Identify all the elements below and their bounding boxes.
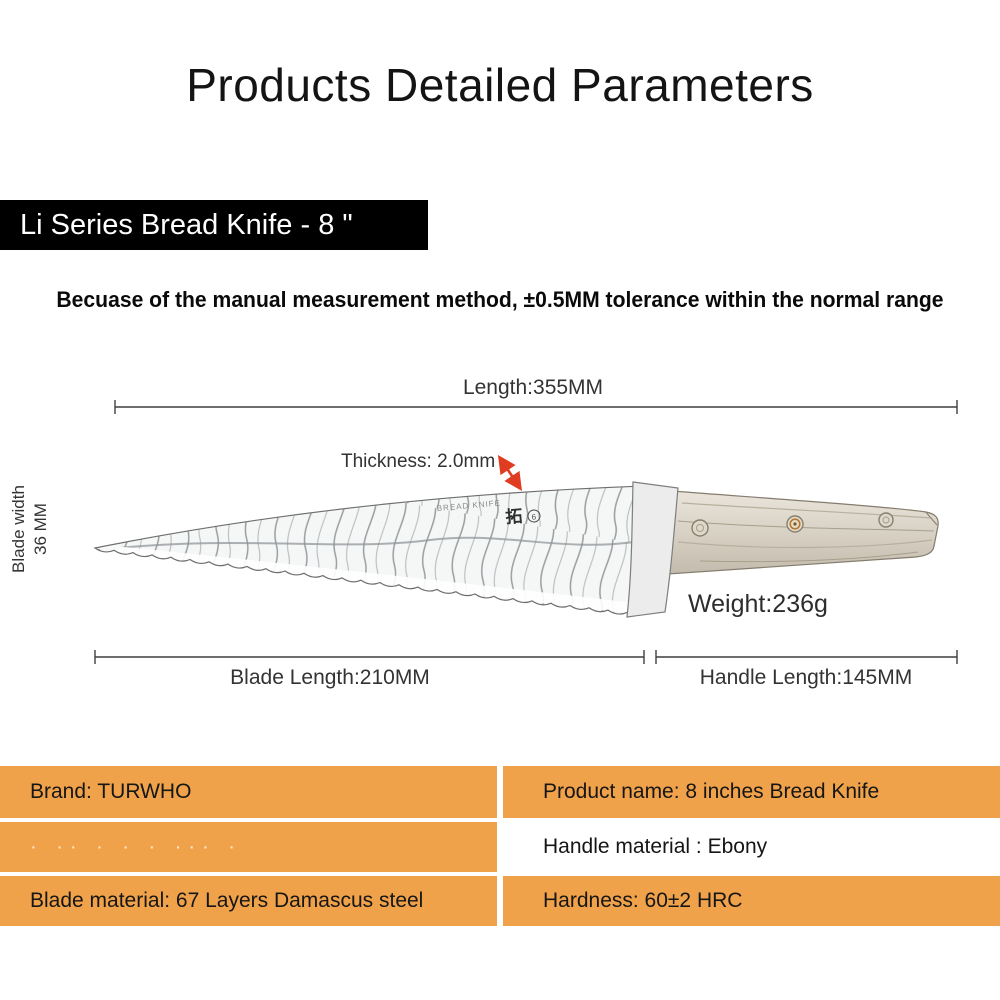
product-banner-text: Li Series Bread Knife - 8 " (20, 209, 353, 241)
blade-length-dimension-line (94, 650, 645, 664)
faded-dots-cell: · ·· · · · ··· · (0, 822, 497, 872)
knife-blade: BREAD KNIFE 拓 6 (93, 485, 650, 615)
length-label: Length:355MM (462, 376, 604, 399)
handle-material-cell: Handle material : Ebony (503, 822, 1000, 872)
handle-mosaic-pin (786, 515, 804, 533)
handle-length-dimension-line (655, 650, 958, 664)
cutting-edge-highlight (99, 544, 631, 614)
damascus-center-vein (97, 536, 635, 551)
handle-length-label: Handle Length:145MM (699, 666, 913, 689)
knife-diagram: BREAD KNIFE 拓 6 (93, 400, 958, 664)
blade-width-label-line2: 36 MM (31, 503, 51, 555)
hardness-cell: Hardness: 60±2 HRC (503, 876, 1000, 926)
handle-rivet-back (878, 512, 894, 528)
tolerance-note: Becuase of the manual measurement method… (56, 287, 944, 312)
page-title: Products Detailed Parameters (186, 59, 814, 111)
table-row: · ·· · · · ··· · Handle material : Ebony (0, 822, 1000, 872)
blade-width-label: Blade width 36 MM (8, 465, 54, 593)
weight-label: Weight:236g (688, 590, 828, 618)
knife-bolster (626, 481, 679, 618)
wood-grain (677, 502, 938, 563)
blade-length-label: Blade Length:210MM (230, 666, 430, 689)
handle-rivet-front (691, 519, 709, 537)
thickness-arrow (497, 454, 523, 492)
product-banner: Li Series Bread Knife - 8 " (0, 200, 428, 250)
product-name-cell: Product name: 8 inches Bread Knife (503, 766, 1000, 818)
blade-width-label-line1: Blade width (9, 485, 28, 573)
table-row: Blade material: 67 Layers Damascus steel… (0, 876, 1000, 926)
knife-handle (667, 490, 939, 575)
blade-logo: 拓 (505, 507, 524, 527)
faded-dots: · ·· · · · ··· · (30, 835, 242, 858)
thickness-label: Thickness: 2.0mm (341, 451, 496, 472)
brand-cell: Brand: TURWHO (0, 766, 497, 818)
table-row: Brand: TURWHO Product name: 8 inches Bre… (0, 766, 1000, 818)
blade-logo-ring (527, 509, 541, 523)
blade-logo-badge: 6 (531, 512, 537, 521)
blade-material-cell: Blade material: 67 Layers Damascus steel (0, 876, 497, 926)
length-dimension-line (114, 400, 958, 414)
